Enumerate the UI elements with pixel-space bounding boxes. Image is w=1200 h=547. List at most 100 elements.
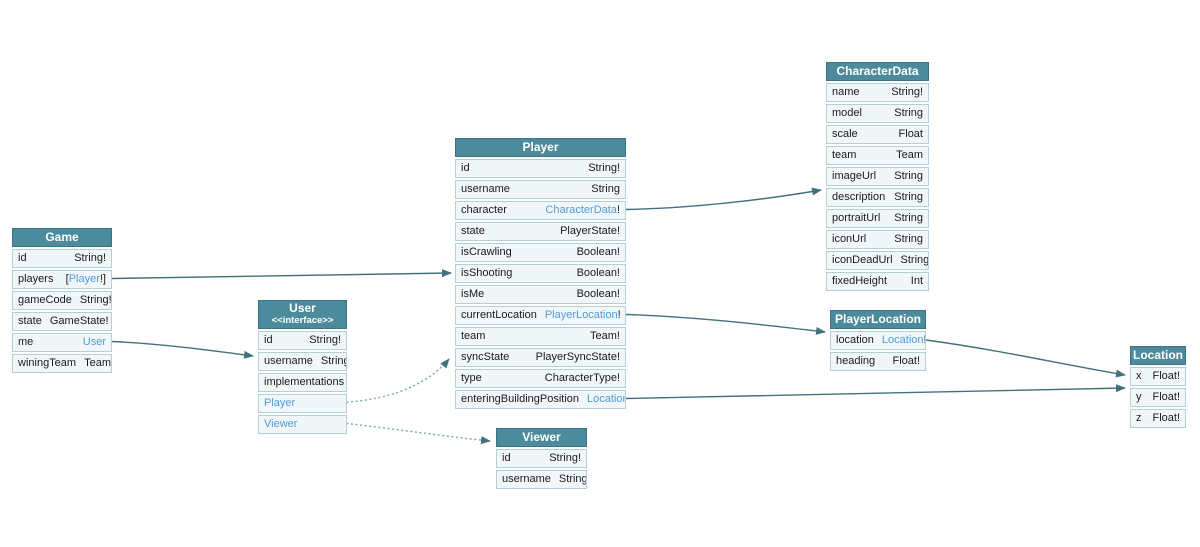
table-header-player[interactable]: Player (455, 138, 626, 157)
table-header-playerlocation[interactable]: PlayerLocation (830, 310, 926, 329)
type-link[interactable]: User (82, 336, 106, 348)
type-text: Team! (590, 330, 620, 342)
table-header-viewer[interactable]: Viewer (496, 428, 587, 447)
table-title: CharacterData (836, 64, 919, 78)
type-link[interactable]: Location (587, 393, 626, 405)
field-type: Location! (881, 332, 925, 349)
type-text: String (894, 107, 923, 119)
type-text: String (894, 233, 923, 245)
field-type: String (894, 210, 923, 227)
field-name: character (461, 204, 507, 216)
table-title: User (289, 301, 316, 315)
implementation-type-link[interactable]: Player (264, 397, 296, 409)
type-text: Float! (1152, 391, 1180, 403)
type-text: PlayerSyncState! (535, 351, 620, 363)
field-type: String (901, 252, 928, 269)
edge-playerlocation-location-to-location (925, 339, 1126, 378)
field-row-game-me[interactable]: me User (12, 333, 112, 352)
field-row-characterdata-portraiturl[interactable]: portraitUrl String (826, 209, 929, 228)
field-name: fixedHeight (832, 275, 888, 287)
field-type: User (83, 334, 106, 351)
field-type: CharacterData! (545, 202, 620, 219)
type-text: ! (617, 309, 621, 321)
type-text: Boolean! (576, 288, 620, 300)
field-name: syncState (461, 351, 510, 363)
field-name: id (18, 252, 27, 264)
table-header-location[interactable]: Location (1130, 346, 1186, 365)
type-text: [ (65, 273, 69, 285)
field-type: Location (587, 391, 626, 408)
field-row-user-viewer[interactable]: Viewer (258, 415, 347, 434)
field-type: CharacterType! (545, 370, 620, 387)
interface-stereotype-label: <<interface>> (271, 315, 334, 326)
type-text: String (894, 170, 923, 182)
field-name: isCrawling (461, 246, 512, 258)
field-row-game-winingteam[interactable]: winingTeam Team (12, 354, 112, 373)
table-header-user[interactable]: User<<interface>> (258, 300, 347, 329)
field-row-player-character[interactable]: character CharacterData! (455, 201, 626, 220)
field-name: me (18, 336, 34, 348)
type-text: String! (309, 334, 341, 346)
field-row-user-player[interactable]: Player (258, 394, 347, 413)
field-name: implementations (264, 376, 345, 388)
type-link[interactable]: Location (881, 334, 924, 346)
type-link[interactable]: Player (68, 273, 100, 285)
implementation-type-link[interactable]: Viewer (264, 418, 298, 430)
table-header-characterdata[interactable]: CharacterData (826, 62, 929, 81)
table-title: Player (522, 140, 559, 154)
field-type: String! (309, 332, 341, 349)
edge-game-players-to-player (111, 269, 452, 280)
table-title: Game (45, 230, 79, 244)
field-name: winingTeam (18, 357, 77, 369)
field-row-game-players[interactable]: players[Player!] (12, 270, 112, 289)
type-text: Team (84, 357, 111, 369)
field-name: portraitUrl (832, 212, 881, 224)
type-link[interactable]: PlayerLocation (544, 309, 618, 321)
field-type: Team! (590, 328, 620, 345)
type-text: PlayerState! (560, 225, 620, 237)
field-type: Float! (892, 353, 920, 370)
type-text: GameState! (49, 315, 109, 327)
field-type: String! (80, 292, 111, 309)
table-header-game[interactable]: Game (12, 228, 112, 247)
field-row-player-syncstate[interactable]: syncState PlayerSyncState! (455, 348, 626, 367)
field-type: PlayerState! (560, 223, 620, 240)
type-text: Float! (1152, 412, 1180, 424)
field-type: Boolean! (577, 265, 620, 282)
type-link[interactable]: CharacterData (545, 204, 617, 216)
